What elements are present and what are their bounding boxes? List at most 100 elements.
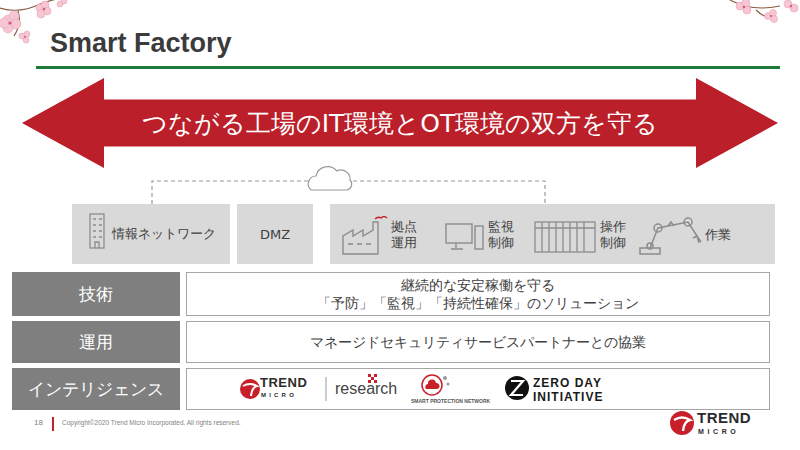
node-label: 情報ネットワーク bbox=[112, 225, 216, 243]
trend-micro-logo bbox=[243, 384, 257, 396]
cherry-blossom bbox=[41, 1, 49, 9]
cherry-blossom bbox=[61, 0, 67, 4]
cherry-blossom bbox=[771, 16, 778, 23]
zone-box: DMZ bbox=[237, 204, 313, 264]
node-label: 「予防」「監視」「持続性確保」のソリューション bbox=[317, 294, 639, 312]
logo-text: MICRO bbox=[698, 428, 739, 435]
robot-arm-icon bbox=[640, 248, 660, 254]
control-panel-icon bbox=[535, 227, 595, 228]
node-label: マネージドセキュリティサービスパートナーとの協業 bbox=[310, 333, 646, 351]
cherry-blossom bbox=[736, 0, 798, 23]
row-content: マネージドセキュリティサービスパートナーとの協業 bbox=[186, 321, 770, 363]
node-label: インテリジェンス bbox=[28, 378, 164, 401]
factory-icon bbox=[348, 243, 371, 244]
banner-text: つながる工場のIT環境とOT環境の双方を守る bbox=[142, 107, 659, 140]
zdi-logo bbox=[505, 376, 529, 400]
cherry-blossom bbox=[11, 19, 21, 29]
monitor-icon bbox=[446, 224, 472, 243]
cherry-blossom bbox=[765, 13, 772, 20]
cherry-blossom bbox=[37, 10, 45, 18]
page-number: 18 bbox=[34, 419, 43, 427]
node-label: DMZ bbox=[260, 227, 290, 242]
row-label: 技術 bbox=[12, 272, 180, 316]
robot-arm-icon bbox=[650, 222, 697, 248]
cherry-blossom bbox=[3, 23, 13, 33]
node-label: 拠点 運用 bbox=[391, 219, 418, 252]
node-label: 技術 bbox=[79, 283, 113, 306]
cherry-blossom bbox=[8, 8, 45, 38]
cherry-blossom bbox=[3, 15, 13, 25]
zone-item: 作業 bbox=[705, 227, 732, 243]
monitor-icon bbox=[475, 226, 483, 249]
zone-item: 監視 制御 bbox=[488, 219, 515, 252]
logo-text: TREND bbox=[260, 376, 307, 389]
cherry-blossom bbox=[742, 0, 750, 7]
logo-text: ZERO DAY bbox=[533, 377, 602, 389]
research-mark bbox=[368, 374, 377, 383]
cherry-blossom bbox=[770, 15, 772, 17]
row-content: 継続的な安定稼働を守る「予防」「監視」「持続性確保」のソリューション bbox=[186, 272, 770, 316]
robot-arm-icon bbox=[647, 243, 653, 249]
smart-protection-icon bbox=[443, 376, 447, 380]
smart-protection-icon bbox=[425, 379, 439, 389]
building-icon bbox=[90, 214, 104, 248]
footer-logo bbox=[674, 418, 690, 432]
robot-arm-icon bbox=[640, 218, 701, 254]
cherry-blossom bbox=[19, 33, 25, 39]
cherry-blossom bbox=[790, 4, 798, 12]
research-mark bbox=[368, 380, 371, 383]
footer-logo bbox=[670, 411, 694, 435]
cherry-blossom bbox=[730, 0, 780, 18]
row-label: 運用 bbox=[12, 321, 180, 363]
factory-icon bbox=[343, 217, 387, 255]
building-icon bbox=[93, 219, 102, 248]
node-label: 運用 bbox=[79, 331, 113, 354]
banner-arrow-fill bbox=[22, 78, 778, 168]
row-label: インテリジェンス bbox=[12, 368, 180, 410]
cherry-blossom bbox=[43, 7, 51, 15]
cherry-blossom bbox=[0, 18, 9, 28]
cherry-blossom bbox=[743, 6, 751, 14]
logo-text: research bbox=[335, 381, 397, 397]
cherry-blossom bbox=[24, 31, 30, 37]
smart-protection-icon bbox=[422, 375, 442, 395]
research-mark bbox=[368, 374, 371, 377]
trend-micro-logo bbox=[240, 379, 260, 399]
network-link bbox=[152, 167, 545, 204]
zone-item: 拠点 運用 bbox=[391, 219, 418, 252]
monitor-icon bbox=[451, 243, 463, 249]
cherry-blossom bbox=[770, 10, 777, 17]
robot-arm-icon bbox=[654, 224, 662, 232]
footer-bar bbox=[52, 417, 54, 431]
cherry-blossom bbox=[743, 6, 746, 9]
building-icon bbox=[90, 214, 104, 248]
trend-micro-logo bbox=[326, 377, 327, 401]
logo-text: MICRO bbox=[261, 392, 297, 398]
logo-text: TREND bbox=[697, 410, 751, 425]
control-panel-icon bbox=[535, 222, 595, 252]
factory-icon bbox=[343, 222, 378, 254]
robot-arm-icon bbox=[668, 222, 674, 226]
node-label: 作業 bbox=[705, 227, 732, 243]
zone-box: 情報ネットワーク bbox=[72, 204, 230, 264]
research-mark bbox=[374, 380, 377, 383]
smart-protection-icon bbox=[422, 375, 450, 395]
cherry-blossom bbox=[790, 5, 792, 7]
monitor-icon bbox=[446, 224, 483, 249]
cherry-blossom bbox=[43, 8, 46, 11]
cloud-icon bbox=[308, 167, 351, 190]
cherry-blossom bbox=[24, 36, 26, 38]
title-rule bbox=[36, 66, 780, 69]
cherry-blossom bbox=[9, 11, 19, 21]
network-link bbox=[152, 181, 545, 204]
smart-protection-icon bbox=[447, 383, 450, 386]
cherry-blossom bbox=[57, 1, 63, 7]
banner-arrow: つながる工場のIT環境とOT環境の双方を守る bbox=[22, 78, 778, 168]
node-label: 監視 制御 bbox=[488, 219, 515, 252]
research-mark bbox=[374, 374, 377, 377]
cherry-blossom bbox=[736, 2, 744, 10]
control-panel-icon bbox=[542, 222, 584, 252]
zone-item: 操作 制御 bbox=[600, 219, 627, 252]
ot-group-box bbox=[330, 204, 775, 264]
